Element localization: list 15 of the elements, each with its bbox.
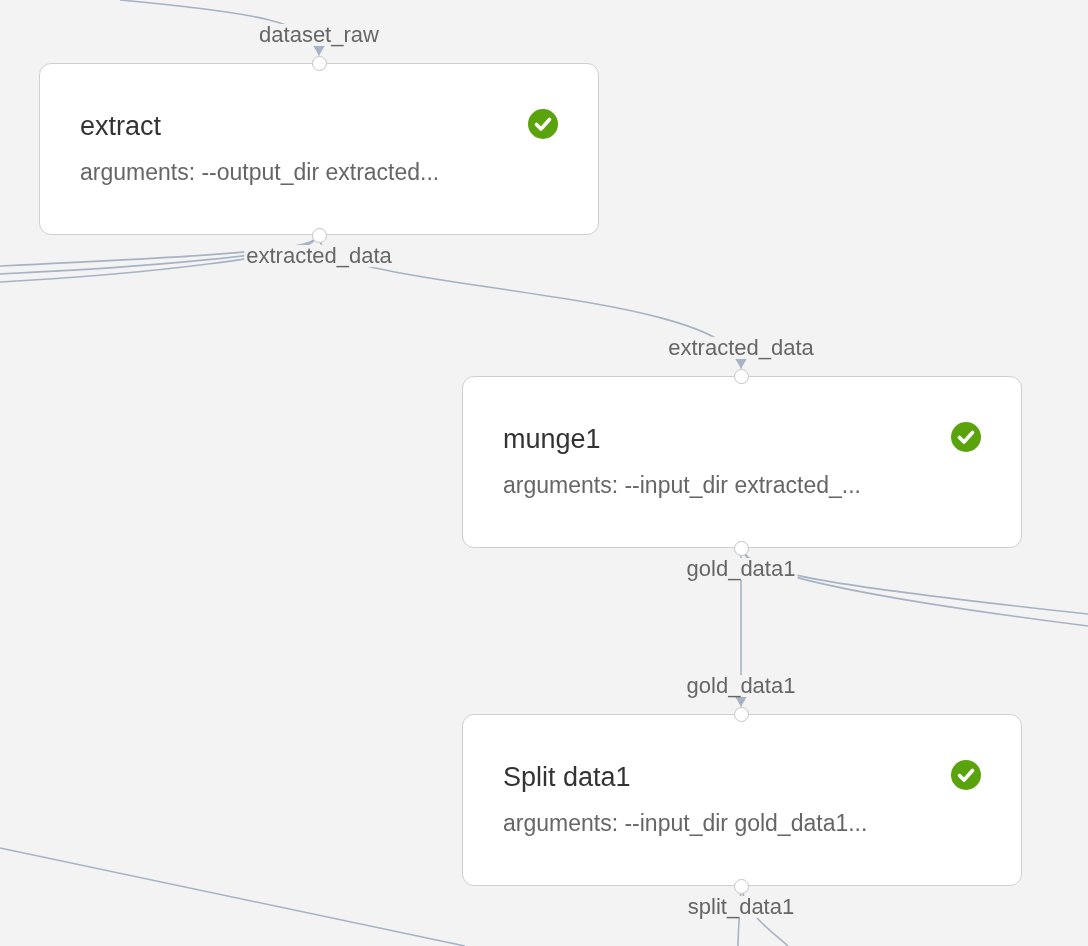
port-label: split_data1	[685, 896, 797, 918]
arguments-text: arguments: --output_dir extracted...	[80, 158, 441, 186]
step-title: extract	[80, 110, 163, 142]
port-label: extracted_data	[244, 245, 394, 267]
port-label: gold_data1	[684, 558, 798, 580]
port-label: gold_data1	[684, 675, 798, 697]
step-card	[462, 714, 1022, 886]
step-card	[39, 63, 599, 235]
arguments-text: arguments: --input_dir gold_data1...	[503, 809, 869, 837]
port-label: dataset_raw	[257, 24, 381, 46]
step-card	[462, 376, 1022, 548]
step-title: Split data1	[503, 761, 632, 793]
step-title: munge1	[503, 423, 602, 455]
arguments-text: arguments: --input_dir extracted_...	[503, 471, 862, 499]
port-label: extracted_data	[666, 337, 816, 359]
